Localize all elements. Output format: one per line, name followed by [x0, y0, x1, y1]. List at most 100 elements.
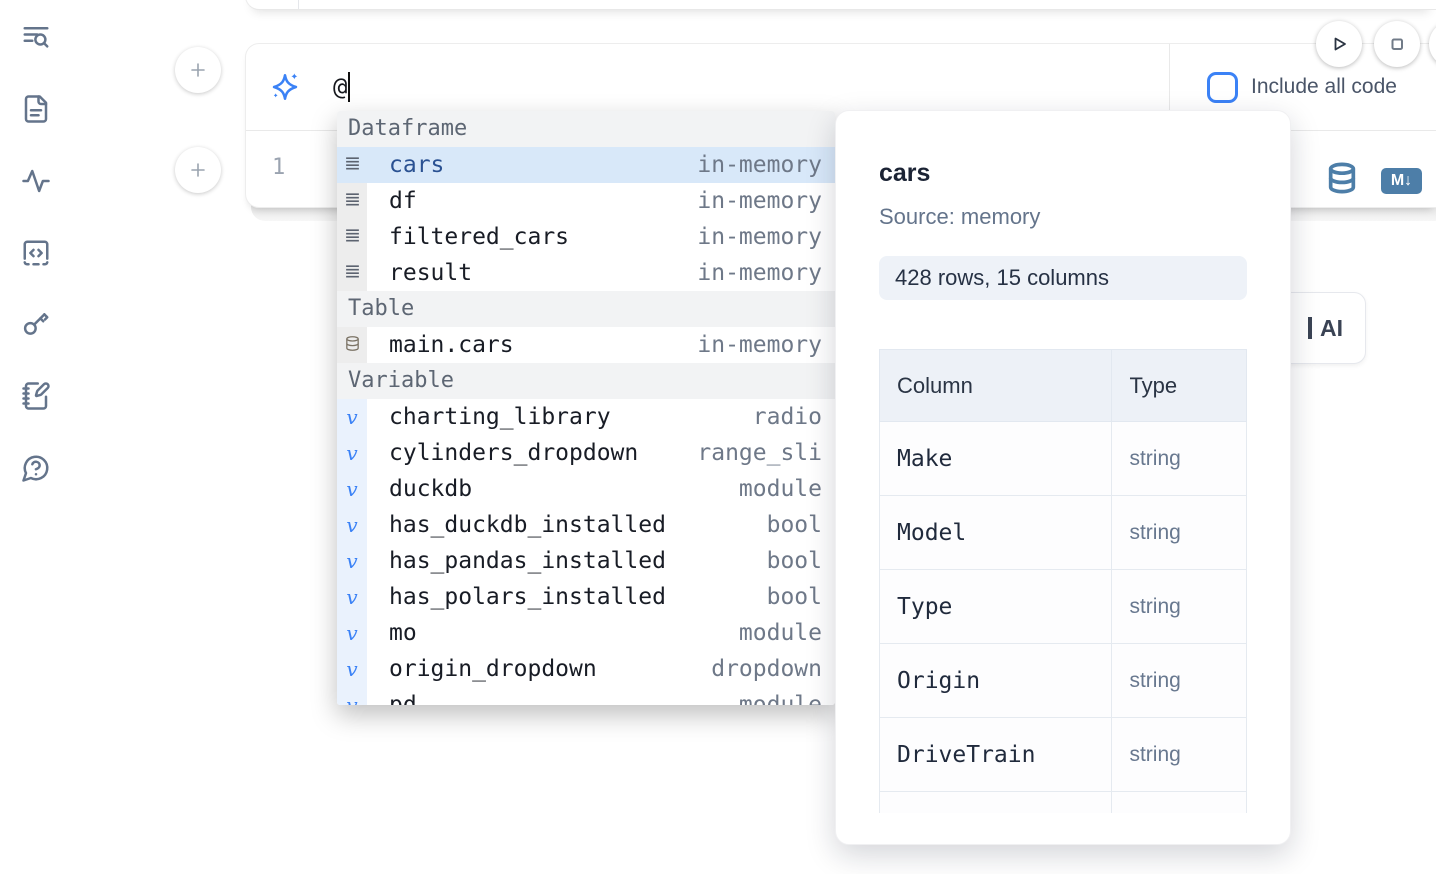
- activity-icon[interactable]: [21, 166, 53, 198]
- completion-type: module: [738, 476, 822, 502]
- notebook-pen-icon[interactable]: [21, 381, 53, 413]
- completion-type: in-memory: [697, 332, 822, 358]
- code-square-icon[interactable]: [21, 238, 53, 270]
- column-type: string: [1111, 717, 1247, 792]
- column-type: string: [1111, 421, 1247, 496]
- dataframe-preview-popup: cars Source: memory 428 rows, 15 columns…: [835, 110, 1291, 845]
- help-circle-icon[interactable]: [21, 453, 53, 485]
- dataframe-icon: [343, 227, 362, 248]
- completion-type: bool: [766, 584, 822, 610]
- completion-item-main-cars[interactable]: main.cars in-memory: [337, 327, 835, 363]
- completion-name: origin_dropdown: [389, 656, 597, 682]
- section-header-table: Table: [337, 291, 835, 327]
- left-sidebar: [0, 0, 72, 874]
- database-icon[interactable]: [1325, 161, 1359, 200]
- schema-header-column: Column: [879, 349, 1113, 422]
- table-database-icon: [344, 335, 361, 356]
- column-type: string: [1111, 643, 1247, 718]
- cell-action-icons: M↓: [1325, 161, 1422, 200]
- column-name: Type: [879, 569, 1113, 644]
- completion-type: in-memory: [697, 152, 822, 178]
- completion-name: mo: [389, 620, 417, 646]
- completion-name: cylinders_dropdown: [389, 440, 639, 466]
- markdown-icon[interactable]: M↓: [1381, 167, 1422, 194]
- completion-item-cars[interactable]: cars in-memory: [337, 147, 835, 183]
- text-cursor: [348, 72, 351, 102]
- line-number: 1: [272, 155, 286, 180]
- schema-row: [879, 791, 1247, 813]
- ai-button-label: AI: [1320, 314, 1343, 341]
- completion-name: charting_library: [389, 404, 611, 430]
- completion-name: df: [389, 188, 417, 214]
- column-name: [879, 791, 1113, 813]
- completion-item-has_pandas_installed[interactable]: v has_pandas_installed bool: [337, 543, 835, 579]
- completion-item-mo[interactable]: v mo module: [337, 615, 835, 651]
- include-all-code-label: Include all code: [1251, 75, 1397, 98]
- completion-item-charting_library[interactable]: v charting_library radio: [337, 399, 835, 435]
- completion-item-df[interactable]: df in-memory: [337, 183, 835, 219]
- completion-type: module: [738, 620, 822, 646]
- variable-icon: v: [346, 693, 358, 705]
- schema-header-type: Type: [1111, 349, 1247, 422]
- include-all-code-checkbox[interactable]: [1207, 71, 1238, 103]
- ai-prompt-input[interactable]: @: [333, 44, 1436, 130]
- section-header-variable: Variable: [337, 363, 835, 399]
- completion-type: radio: [752, 404, 822, 430]
- add-cell-above-button[interactable]: [175, 47, 221, 93]
- completion-name: has_polars_installed: [389, 584, 666, 610]
- variable-icon: v: [346, 621, 358, 645]
- gutter-divider: [298, 0, 299, 9]
- clipped-letter-fragment: [1308, 317, 1312, 339]
- column-type: string: [1111, 569, 1247, 644]
- column-name: Origin: [879, 643, 1113, 718]
- key-icon[interactable]: [21, 309, 53, 341]
- completion-name: pd: [389, 692, 417, 705]
- completion-type: in-memory: [697, 224, 822, 250]
- dataframe-icon: [343, 191, 362, 212]
- variable-icon: v: [346, 405, 358, 429]
- completion-name: result: [389, 260, 473, 286]
- completion-name: duckdb: [389, 476, 473, 502]
- dataframe-icon: [343, 263, 362, 284]
- dataframe-icon: [343, 155, 362, 176]
- include-all-code-area: Include all code: [1169, 44, 1436, 130]
- file-text-icon[interactable]: [21, 94, 53, 126]
- column-name: Make: [879, 421, 1113, 496]
- add-cell-below-button[interactable]: [175, 147, 221, 193]
- variable-icon: v: [346, 549, 358, 573]
- completion-type: range_sli: [697, 440, 822, 466]
- completion-type: in-memory: [697, 188, 822, 214]
- previous-cell-fragment: [245, 0, 1436, 10]
- completion-name: has_duckdb_installed: [389, 512, 666, 538]
- completion-type: bool: [766, 512, 822, 538]
- extra-cell-button[interactable]: [1429, 21, 1436, 67]
- column-type: string: [1111, 495, 1247, 570]
- completion-item-duckdb[interactable]: v duckdb module: [337, 471, 835, 507]
- list-search-icon[interactable]: [21, 22, 53, 54]
- run-cell-button[interactable]: [1316, 21, 1362, 67]
- column-name: Model: [879, 495, 1113, 570]
- completion-type: bool: [766, 548, 822, 574]
- stop-button[interactable]: [1374, 21, 1420, 67]
- preview-title: cars: [879, 159, 931, 187]
- shape-badge: 428 rows, 15 columns: [879, 256, 1247, 300]
- code-editor[interactable]: 1 M↓: [246, 131, 1436, 207]
- variable-icon: v: [346, 477, 358, 501]
- completion-name: main.cars: [389, 332, 514, 358]
- completion-name: has_pandas_installed: [389, 548, 666, 574]
- prompt-text: @: [333, 73, 348, 101]
- completion-name: cars: [389, 152, 445, 178]
